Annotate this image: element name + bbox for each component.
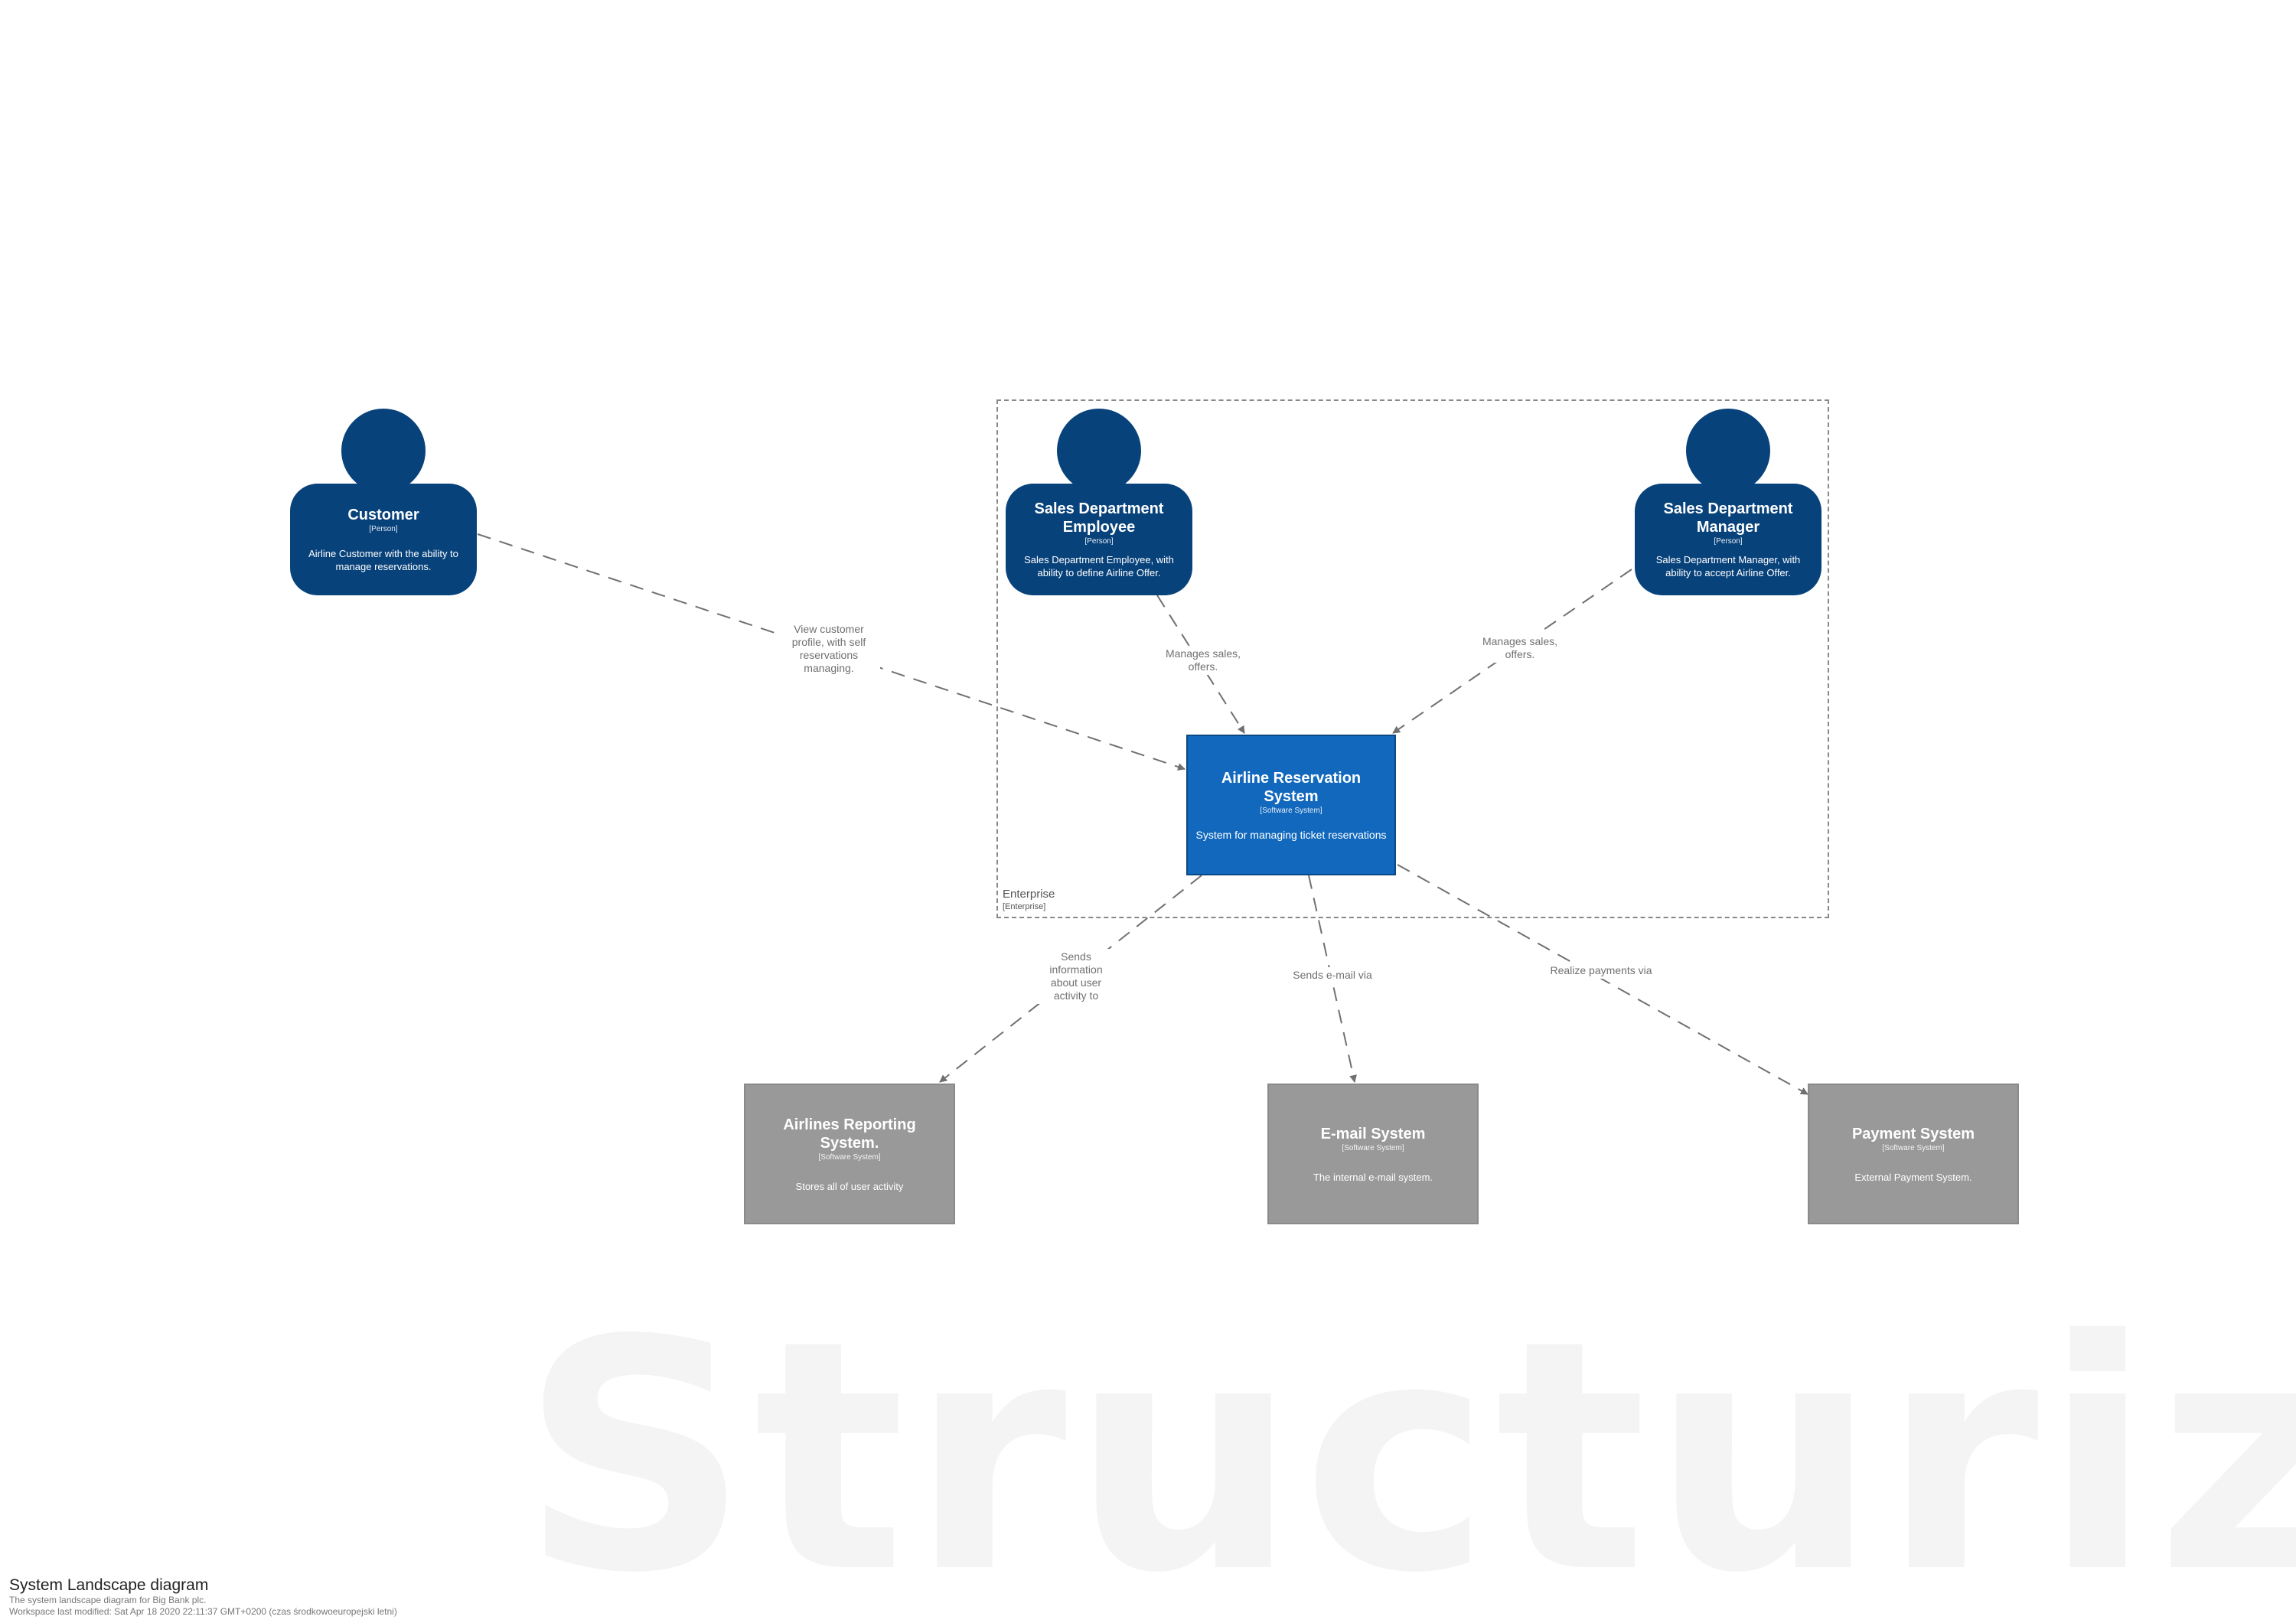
system-payment[interactable]: Payment System [Software System] Externa… [1808, 1084, 2019, 1224]
system-description: The internal e-mail system. [1313, 1171, 1433, 1183]
system-description: Stores all of user activity [795, 1180, 904, 1192]
relationship-label: View customer profile, with self reserva… [778, 621, 880, 676]
edge-reservation-to-email [1308, 875, 1357, 1083]
relationship-label: Realize payments via [1546, 963, 1656, 979]
person-description: Sales Department Employee, with ability … [1024, 554, 1174, 578]
person-sales-employee[interactable]: Sales Department Employee [Person] Sales… [1006, 484, 1192, 595]
relationship-label: Sends information about user activity to [1036, 949, 1116, 1004]
system-tag: [Software System] [1882, 1143, 1945, 1152]
person-tag: [Person] [1714, 537, 1743, 546]
system-description: System for managing ticket reservations [1195, 828, 1387, 841]
structurizr-watermark: Structurizr [520, 1297, 2296, 1618]
person-description: Sales Department Manager, with ability t… [1655, 554, 1801, 578]
person-sales-manager-head [1686, 409, 1770, 493]
diagram-title: System Landscape diagram [9, 1576, 209, 1594]
diagram-caption: System Landscape diagram The system land… [9, 1576, 397, 1618]
system-title: Airlines Reporting System. [783, 1116, 916, 1152]
system-tag: [Software System] [1342, 1143, 1404, 1152]
enterprise-boundary [996, 399, 1829, 918]
system-email[interactable]: E-mail System [Software System] The inte… [1267, 1084, 1479, 1224]
diagram-subtitle: The system landscape diagram for Big Ban… [9, 1595, 207, 1605]
person-customer-head [341, 409, 426, 493]
system-title: Airline Reservation System [1221, 769, 1362, 805]
person-tag: [Person] [1084, 537, 1114, 546]
person-customer[interactable]: Customer [Person] Airline Customer with … [290, 484, 477, 595]
workspace-modified: Workspace last modified: Sat Apr 18 2020… [9, 1606, 397, 1617]
boundary-tag: [Enterprise] [1003, 902, 1046, 911]
system-tag: [Software System] [818, 1152, 881, 1162]
person-sales-manager[interactable]: Sales Department Manager [Person] Sales … [1635, 484, 1821, 595]
system-airlines-reporting[interactable]: Airlines Reporting System. [Software Sys… [744, 1084, 955, 1224]
boundary-name: Enterprise [1003, 888, 1055, 901]
relationship-label: Sends e-mail via [1280, 967, 1385, 983]
relationship-label: Manages sales, offers. [1156, 646, 1251, 675]
person-title: Customer [347, 507, 419, 523]
person-sales-employee-head [1057, 409, 1141, 493]
enterprise-boundary-label: Enterprise [Enterprise] [1003, 888, 1055, 914]
person-tag: [Person] [369, 525, 398, 533]
system-title: E-mail System [1320, 1125, 1426, 1142]
system-tag: [Software System] [1260, 806, 1322, 815]
system-title: Payment System [1851, 1125, 1975, 1142]
person-title: Sales Department Manager [1663, 500, 1793, 536]
system-description: External Payment System. [1854, 1171, 1972, 1183]
person-title: Sales Department Employee [1034, 500, 1164, 536]
edge-reservation-to-payment [1397, 864, 1808, 1095]
person-description: Airline Customer with the ability to man… [308, 548, 458, 572]
relationship-label: Manages sales, offers. [1473, 634, 1567, 663]
system-airline-reservation[interactable]: Airline Reservation System [Software Sys… [1186, 735, 1396, 875]
